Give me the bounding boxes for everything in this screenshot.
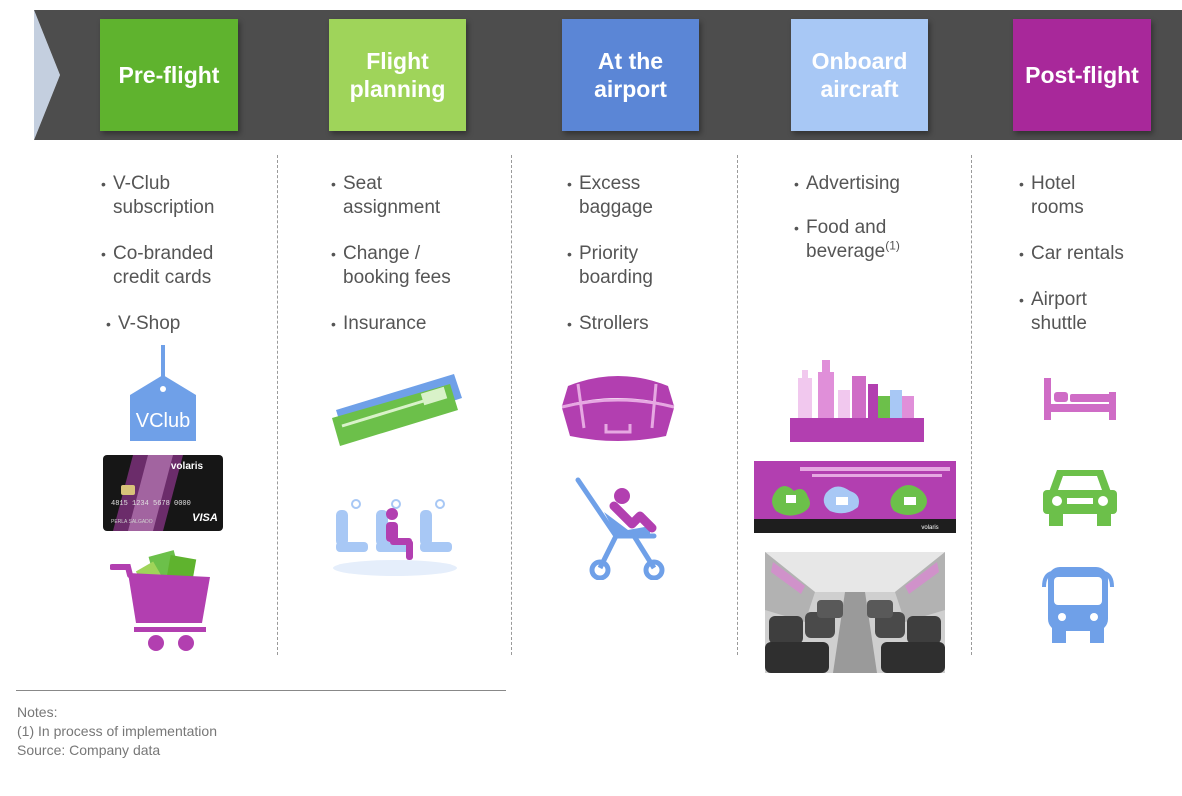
bus-icon xyxy=(1042,567,1114,643)
post-flight-items: Hotel rooms Car rentals Airport shuttle xyxy=(1019,172,1124,358)
footnote-marker: (1) xyxy=(885,238,900,253)
column-divider xyxy=(277,155,278,655)
list-item: Change / booking fees xyxy=(331,242,451,290)
source-note: Source: Company data xyxy=(17,742,161,758)
vclub-tag-icon: VClub xyxy=(130,345,196,441)
card-brand: volaris xyxy=(171,461,204,472)
card-network: VISA xyxy=(192,512,218,524)
ad-banner-icon: volaris xyxy=(754,461,956,533)
notes-divider xyxy=(16,690,506,691)
list-item: Food and beverage(1) xyxy=(794,216,900,264)
stage-pre-flight: Pre-flight xyxy=(100,19,238,131)
ticket-icon xyxy=(332,374,462,446)
aircraft-cabin-photo xyxy=(765,552,945,673)
stage-post-flight: Post-flight xyxy=(1013,19,1151,131)
ad-banner-brand: volaris xyxy=(921,525,938,531)
credit-card-icon: volaris 4815 1234 5678 0000 PERLA SALGAD… xyxy=(103,455,223,531)
column-divider xyxy=(737,155,738,655)
shopping-cart-icon xyxy=(110,550,210,651)
list-item: Co-branded credit cards xyxy=(101,242,214,290)
list-item: Strollers xyxy=(567,312,653,336)
flight-planning-items: Seat assignment Change / booking fees In… xyxy=(331,172,451,358)
list-item: Seat assignment xyxy=(331,172,451,220)
list-item: Advertising xyxy=(794,172,900,196)
stage-flight-planning: Flight planning xyxy=(329,19,466,131)
notes: Notes: (1) In process of implementation … xyxy=(17,703,217,760)
stage-at-airport: At the airport xyxy=(562,19,699,131)
note-1: (1) In process of implementation xyxy=(17,723,217,739)
airplane-seats-icon xyxy=(333,499,457,576)
list-item: Hotel rooms xyxy=(1019,172,1124,220)
at-airport-items: Excess baggage Priority boarding Strolle… xyxy=(567,172,653,358)
pre-flight-items: V-Club subscription Co-branded credit ca… xyxy=(101,172,214,358)
list-item: V-Shop xyxy=(106,312,214,336)
list-item: Car rentals xyxy=(1019,242,1124,266)
list-item: V-Club subscription xyxy=(101,172,214,220)
list-item: Priority boarding xyxy=(567,242,653,290)
vclub-tag-label: VClub xyxy=(136,410,190,432)
card-number: 4815 1234 5678 0000 xyxy=(111,500,191,508)
list-item: Airport shuttle xyxy=(1019,288,1124,336)
list-item: Insurance xyxy=(331,312,451,336)
stroller-icon xyxy=(575,477,665,580)
car-icon xyxy=(1043,470,1117,526)
hotel-bed-icon xyxy=(1044,378,1116,420)
column-divider xyxy=(511,155,512,655)
notes-heading: Notes: xyxy=(17,704,58,720)
list-item: Excess baggage xyxy=(567,172,653,220)
suitcase-icon xyxy=(561,376,675,441)
column-divider xyxy=(971,155,972,655)
stage-onboard-aircraft: Onboard aircraft xyxy=(791,19,928,131)
onboard-items: Advertising Food and beverage(1) xyxy=(794,172,900,286)
card-holder: PERLA SALGADO xyxy=(111,519,153,525)
food-beverage-icon xyxy=(790,360,924,442)
